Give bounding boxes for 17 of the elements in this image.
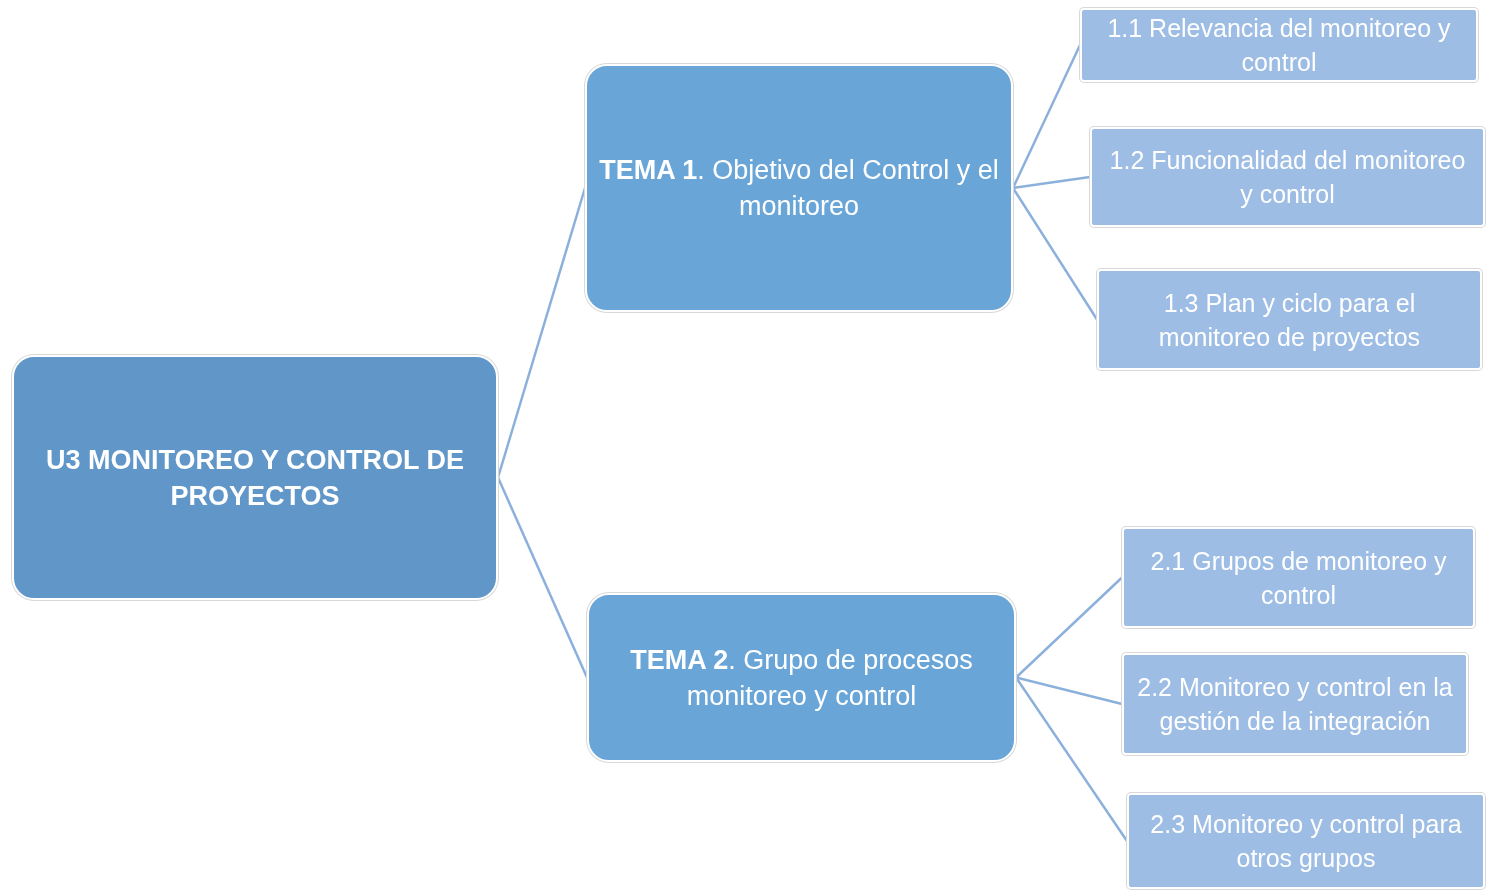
topic-box: 2.3 Monitoreo y control para otros grupos bbox=[1127, 793, 1485, 889]
topic-box: 1.2 Funcionalidad del monitoreo y control bbox=[1090, 127, 1485, 227]
topic-box: U3 MONITOREO Y CONTROL DE PROYECTOS bbox=[12, 355, 498, 600]
topic-box: TEMA 2. Grupo de procesos monitoreo y control bbox=[587, 593, 1016, 762]
connector-line bbox=[1011, 187, 1099, 321]
connector-line bbox=[1012, 175, 1091, 190]
topic-box: 2.2 Monitoreo y control en la gestión de la integración bbox=[1122, 653, 1468, 755]
topic-box: 2.1 Grupos de monitoreo y control bbox=[1122, 527, 1475, 628]
connector-line bbox=[496, 187, 587, 478]
connector-line bbox=[1015, 576, 1123, 679]
connector-line bbox=[1014, 676, 1129, 842]
connector-line bbox=[1015, 676, 1123, 706]
topic-box: 1.3 Plan y ciclo para el monitoreo de proyectos bbox=[1097, 269, 1482, 370]
connector-line bbox=[1011, 44, 1082, 189]
connector-line bbox=[496, 477, 589, 678]
topic-box: 1.1 Relevancia del monitoreo y control bbox=[1080, 8, 1478, 82]
topic-box: TEMA 1. Objetivo del Control y el monitoreo bbox=[585, 64, 1013, 312]
